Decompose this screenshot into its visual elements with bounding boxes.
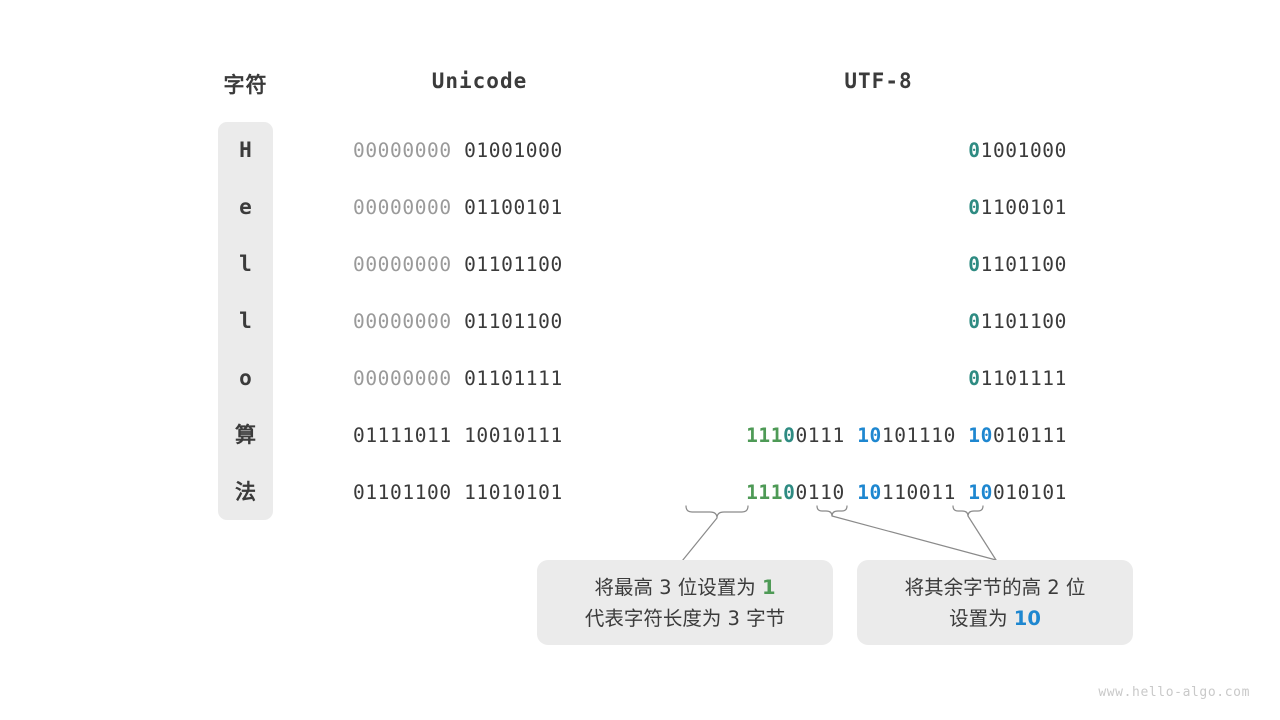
utf8-continuation-prefix: 10 xyxy=(857,424,882,447)
unicode-high-byte: 00000000 xyxy=(353,367,452,390)
utf8-lead-payload: 0111 xyxy=(795,424,845,447)
table-row: 00000000 01101100 01101100 xyxy=(0,293,1280,350)
unicode-high-byte: 00000000 xyxy=(353,310,452,333)
byte-separator xyxy=(452,367,464,390)
utf8-bits: 01101111 xyxy=(690,350,1067,407)
utf8-continuation-prefix: 10 xyxy=(968,424,993,447)
utf8-bits: 11100110 10110011 10010101 xyxy=(690,464,1067,521)
character-cell: o xyxy=(239,366,252,390)
utf8-bits: 01001000 xyxy=(690,122,1067,179)
byte-separator xyxy=(452,253,464,276)
utf8-continuation-payload: 010111 xyxy=(992,424,1067,447)
utf8-lead-flag-bit: 0 xyxy=(968,253,981,276)
byte-separator xyxy=(845,424,857,447)
table-row: 00000000 01100101 01100101 xyxy=(0,179,1280,236)
utf8-lead-payload: 1101100 xyxy=(980,310,1067,333)
character-column-card: H e l l o 算 法 xyxy=(218,122,273,520)
leader-line-callout-1 xyxy=(677,517,718,567)
watermark: www.hello-algo.com xyxy=(1098,685,1250,700)
utf8-continuation-prefix: 10 xyxy=(968,481,993,504)
callout-line: 设置为 10 xyxy=(949,603,1041,634)
unicode-low-byte: 10010111 xyxy=(464,424,563,447)
byte-separator xyxy=(452,196,464,219)
column-header-utf8: UTF-8 xyxy=(844,69,913,93)
callout-emphasis: 10 xyxy=(1013,606,1041,630)
utf8-lead-payload: 1001000 xyxy=(980,139,1067,162)
unicode-high-byte: 01111011 xyxy=(353,424,452,447)
utf8-bits: 01101100 xyxy=(690,236,1067,293)
table-row: 00000000 01001000 01001000 xyxy=(0,122,1280,179)
unicode-low-byte: 11010101 xyxy=(464,481,563,504)
utf8-lead-flag-bit: 0 xyxy=(968,196,981,219)
utf8-length-marker-bits: 111 xyxy=(746,481,784,504)
unicode-high-byte: 01101100 xyxy=(353,481,452,504)
column-header-character: 字符 xyxy=(223,73,268,97)
callout-line: 将其余字节的高 2 位 xyxy=(904,575,1086,599)
utf8-continuation-payload: 010101 xyxy=(992,481,1067,504)
utf8-lead-payload: 1100101 xyxy=(980,196,1067,219)
byte-separator xyxy=(956,481,968,504)
unicode-low-byte: 01101100 xyxy=(464,310,563,333)
unicode-bits: 00000000 01101100 xyxy=(353,236,606,293)
utf8-lead-flag-bit: 0 xyxy=(968,310,981,333)
leader-line-callout-2a xyxy=(831,515,997,561)
utf8-continuation-payload: 101110 xyxy=(881,424,956,447)
character-cell: 法 xyxy=(235,480,256,504)
callout-continuation-prefix: 将其余字节的高 2 位 设置为 10 xyxy=(857,560,1133,645)
table-row: 01101100 11010101 11100110 10110011 1001… xyxy=(0,464,1280,521)
byte-separator xyxy=(452,481,464,504)
utf8-bits: 11100111 10101110 10010111 xyxy=(690,407,1067,464)
character-cell: l xyxy=(239,309,252,333)
unicode-high-byte: 00000000 xyxy=(353,253,452,276)
byte-separator xyxy=(452,139,464,162)
unicode-low-byte: 01101100 xyxy=(464,253,563,276)
leader-line-callout-2b xyxy=(967,515,997,561)
utf8-lead-payload: 0110 xyxy=(795,481,845,504)
utf8-lead-flag-bit: 0 xyxy=(783,424,796,447)
table-row: 00000000 01101111 01101111 xyxy=(0,350,1280,407)
utf8-bits: 01101100 xyxy=(690,293,1067,350)
byte-separator xyxy=(452,424,464,447)
callout-line: 代表字符长度为 3 字节 xyxy=(584,606,786,630)
byte-separator xyxy=(845,481,857,504)
utf8-lead-payload: 1101111 xyxy=(980,367,1067,390)
utf8-lead-payload: 1101100 xyxy=(980,253,1067,276)
table-row: 00000000 01101100 01101100 xyxy=(0,236,1280,293)
column-header-unicode: Unicode xyxy=(431,69,528,93)
byte-separator xyxy=(956,424,968,447)
unicode-low-byte: 01101111 xyxy=(464,367,563,390)
character-cell: l xyxy=(239,252,252,276)
character-cell: H xyxy=(239,138,252,162)
utf8-lead-flag-bit: 0 xyxy=(968,367,981,390)
unicode-bits: 00000000 01101111 xyxy=(353,350,606,407)
unicode-bits: 01111011 10010111 xyxy=(353,407,606,464)
utf8-lead-flag-bit: 0 xyxy=(783,481,796,504)
callout-length-marker: 将最高 3 位设置为 1 代表字符长度为 3 字节 xyxy=(537,560,833,645)
unicode-high-byte: 00000000 xyxy=(353,139,452,162)
unicode-low-byte: 01100101 xyxy=(464,196,563,219)
unicode-bits: 00000000 01001000 xyxy=(353,122,606,179)
character-cell: e xyxy=(239,195,252,219)
callout-line: 将最高 3 位设置为 1 xyxy=(594,572,775,603)
utf8-length-marker-bits: 111 xyxy=(746,424,784,447)
character-cell: 算 xyxy=(235,423,256,447)
utf8-continuation-prefix: 10 xyxy=(857,481,882,504)
unicode-bits: 00000000 01101100 xyxy=(353,293,606,350)
unicode-low-byte: 01001000 xyxy=(464,139,563,162)
callout-emphasis: 1 xyxy=(761,575,776,599)
table-row: 01111011 10010111 11100111 10101110 1001… xyxy=(0,407,1280,464)
unicode-bits: 00000000 01100101 xyxy=(353,179,606,236)
unicode-bits: 01101100 11010101 xyxy=(353,464,606,521)
utf8-continuation-payload: 110011 xyxy=(881,481,956,504)
unicode-high-byte: 00000000 xyxy=(353,196,452,219)
callout-text: 设置为 xyxy=(949,606,1014,630)
byte-separator xyxy=(452,310,464,333)
callout-text: 将最高 3 位设置为 xyxy=(594,575,762,599)
utf8-lead-flag-bit: 0 xyxy=(968,139,981,162)
utf8-bits: 01100101 xyxy=(690,179,1067,236)
